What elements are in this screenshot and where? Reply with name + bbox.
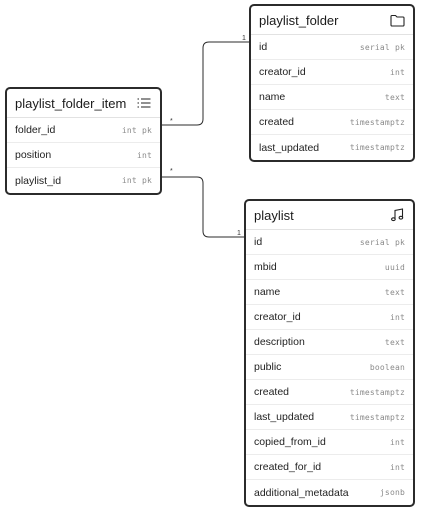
field-name: last_updated	[259, 141, 320, 154]
table-header[interactable]: playlist	[246, 201, 413, 230]
cardinality-one-playlist: 1	[237, 230, 241, 237]
field-row[interactable]: created_for_id int	[246, 455, 413, 480]
field-type: boolean	[369, 362, 405, 372]
field-row[interactable]: name text	[251, 85, 413, 110]
field-row[interactable]: id serial pk	[246, 230, 413, 255]
field-name: name	[259, 91, 286, 103]
field-type: int	[136, 150, 152, 160]
field-row[interactable]: created timestamptz	[251, 110, 413, 135]
field-row[interactable]: playlist_id int pk	[7, 168, 160, 193]
field-name: created_for_id	[254, 461, 322, 473]
field-name: creator_id	[254, 311, 301, 323]
field-type: text	[384, 92, 405, 102]
table-header[interactable]: playlist_folder	[251, 6, 413, 35]
cardinality-many-playlist: *	[170, 168, 173, 175]
field-row[interactable]: creator_id int	[251, 60, 413, 85]
field-row[interactable]: description text	[246, 330, 413, 355]
field-name: folder_id	[15, 124, 56, 136]
field-row[interactable]: public boolean	[246, 355, 413, 380]
field-type: int	[389, 67, 405, 77]
table-playlist-folder[interactable]: playlist_folder id serial pk creator_id int…	[249, 4, 415, 162]
music-note-icon	[389, 207, 405, 223]
field-name: mbid	[254, 261, 277, 273]
field-row[interactable]: copied_from_id int	[246, 430, 413, 455]
field-row[interactable]: folder_id int pk	[7, 118, 160, 143]
field-row[interactable]: last_updated timestamptz	[246, 405, 413, 430]
field-row[interactable]: mbid uuid	[246, 255, 413, 280]
folder-icon	[389, 12, 405, 28]
field-type: timestamptz	[349, 412, 405, 422]
field-type: text	[384, 337, 405, 347]
edge-folder-item-to-playlist	[161, 176, 244, 238]
field-type: timestamptz	[349, 143, 405, 152]
field-name: id	[254, 236, 263, 248]
field-name: position	[15, 149, 52, 161]
field-name: creator_id	[259, 66, 306, 78]
table-title: playlist	[254, 207, 294, 223]
field-row[interactable]: last_updated timestamptz	[251, 135, 413, 160]
field-type: jsonb	[379, 488, 405, 497]
field-type: int pk	[121, 176, 152, 185]
field-name: name	[254, 286, 281, 298]
field-name: last_updated	[254, 411, 315, 423]
field-row[interactable]: position int	[7, 143, 160, 168]
field-name: created	[254, 386, 290, 398]
field-name: created	[259, 116, 295, 128]
field-name: copied_from_id	[254, 436, 326, 448]
field-row[interactable]: id serial pk	[251, 35, 413, 60]
field-name: description	[254, 336, 305, 348]
table-header[interactable]: playlist_folder_item	[7, 89, 160, 118]
field-name: playlist_id	[15, 174, 62, 187]
field-row[interactable]: created timestamptz	[246, 380, 413, 405]
field-type: int	[389, 462, 405, 472]
field-type: text	[384, 287, 405, 297]
field-type: timestamptz	[349, 387, 405, 397]
field-name: additional_metadata	[254, 486, 349, 499]
field-row[interactable]: name text	[246, 280, 413, 305]
field-type: int	[389, 437, 405, 447]
field-name: id	[259, 41, 268, 53]
cardinality-one-folder: 1	[242, 35, 246, 42]
table-title: playlist_folder	[259, 12, 339, 28]
edge-folder-item-to-folder	[161, 41, 249, 126]
cardinality-many-folder: *	[170, 118, 173, 125]
field-type: int	[389, 312, 405, 322]
field-type: timestamptz	[349, 117, 405, 127]
field-row[interactable]: additional_metadata jsonb	[246, 480, 413, 505]
field-type: int pk	[121, 125, 152, 135]
field-type: serial pk	[359, 237, 405, 247]
list-icon	[136, 95, 152, 111]
field-name: public	[254, 361, 282, 373]
field-type: uuid	[384, 262, 405, 272]
field-type: serial pk	[359, 42, 405, 52]
field-row[interactable]: creator_id int	[246, 305, 413, 330]
table-title: playlist_folder_item	[15, 95, 127, 111]
table-playlist[interactable]: playlist id serial pk mbid uuid name text crea…	[244, 199, 415, 507]
